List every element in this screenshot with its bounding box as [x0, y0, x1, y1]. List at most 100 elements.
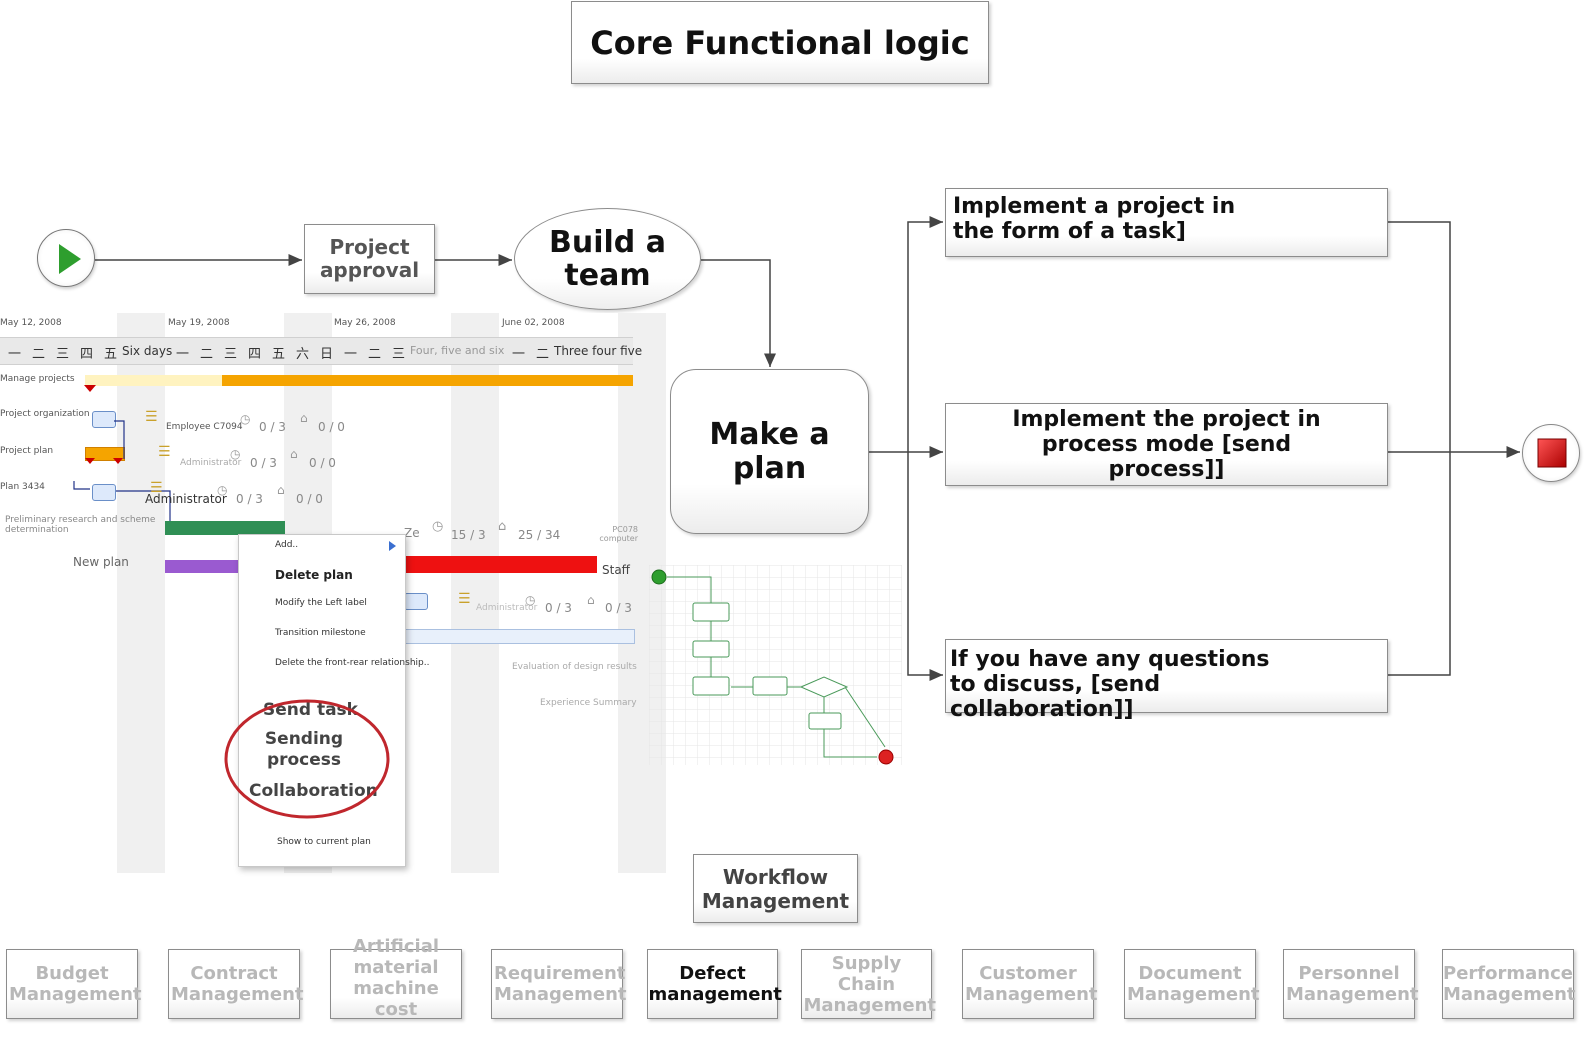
module-label: Supply Chain Management	[803, 952, 937, 1016]
list-icon: ☰	[150, 480, 163, 496]
weekday-label: 五	[104, 347, 118, 362]
resource-label: Administrator	[145, 492, 227, 506]
milestone-marker	[84, 385, 96, 392]
date-header: May 26, 2008	[334, 318, 396, 328]
cost-icon: ⌂	[300, 411, 308, 425]
gantt-bar-plan3434[interactable]	[92, 484, 116, 501]
weekday-label: 六	[296, 347, 310, 362]
menu-item-delete-relationship[interactable]: Delete the front-rear relationship..	[275, 658, 430, 668]
gantt-bar-manage[interactable]	[85, 375, 633, 386]
module-label: Performance Management	[1443, 963, 1576, 1005]
weekday-label: 日	[320, 347, 334, 362]
row-label: Project organization	[0, 409, 90, 419]
gantt-bar-design[interactable]	[404, 629, 635, 644]
collab-mode-node: If you have any questions to discuss, [s…	[945, 639, 1388, 722]
dependency-links	[73, 420, 171, 523]
module-label: Budget Management	[9, 963, 142, 1005]
module-performance: Performance Management	[1442, 949, 1576, 1019]
row-label: Manage projects	[0, 374, 75, 384]
count-text: 0 / 3	[545, 601, 572, 615]
page-title-text: Core Functional logic	[590, 23, 970, 62]
process-mode-node: Implement the project in process mode [s…	[945, 403, 1388, 486]
resource-label: Staff	[602, 563, 630, 577]
weekday-label: 一	[512, 347, 526, 362]
clock-icon: ◷	[217, 483, 228, 497]
date-header: May 19, 2008	[168, 318, 230, 328]
resource-label: Administrator	[476, 603, 538, 613]
module-requirement: Requirement Management	[491, 949, 627, 1019]
week-label: Three four five	[554, 344, 643, 358]
module-supply-chain: Supply Chain Management	[801, 949, 937, 1019]
menu-item-show-current[interactable]: Show to current plan	[277, 837, 371, 847]
module-label: Document Management	[1127, 963, 1260, 1005]
menu-item-delete-plan[interactable]: Delete plan	[275, 568, 353, 582]
module-defect: Defect management	[647, 949, 782, 1019]
menu-item-modify-label[interactable]: Modify the Left label	[275, 598, 367, 608]
weekday-label: 三	[224, 347, 238, 362]
module-label: Customer Management	[965, 963, 1098, 1005]
workflow-label: Workflow Management	[701, 864, 850, 913]
plan-label: Make a plan	[709, 416, 830, 486]
gantt-bar-task[interactable]	[404, 593, 428, 610]
count-text: 15 / 3	[451, 528, 486, 542]
weekday-label: 三	[56, 347, 70, 362]
approval-node: Project approval	[304, 224, 435, 294]
module-personnel: Personnel Management	[1283, 949, 1419, 1019]
row-label: Preliminary research and scheme determin…	[5, 515, 156, 535]
gantt-bar-staff[interactable]	[404, 556, 597, 573]
gantt-bar-newplan[interactable]	[165, 560, 240, 573]
collab-mode-label: If you have any questions to discuss, [s…	[950, 647, 1270, 722]
menu-item-collaboration[interactable]: Collaboration	[249, 781, 378, 801]
resource-label: Employee C7094	[166, 422, 243, 432]
week-label: Four, five and six	[410, 344, 505, 357]
page-title: Core Functional logic	[571, 1, 989, 84]
module-label: Contract Management	[171, 963, 304, 1005]
gantt-bar-research[interactable]	[165, 521, 285, 535]
menu-item-transition[interactable]: Transition milestone	[275, 628, 366, 638]
weekday-label: 一	[176, 347, 190, 362]
date-header: June 02, 2008	[502, 318, 565, 328]
weekday-label: 一	[8, 347, 22, 362]
weekday-label: 四	[80, 347, 94, 362]
weekday-header: 一 二 三 四 五 Six days 一 二 三 四 五 六 日 一 二 三 F…	[0, 337, 642, 365]
module-document: Document Management	[1124, 949, 1260, 1019]
module-contract: Contract Management	[168, 949, 304, 1019]
resource-label: Ze	[404, 526, 420, 540]
weekday-label: 三	[392, 347, 406, 362]
workflow-diagram-screenshot	[649, 565, 902, 765]
menu-item-add[interactable]: Add..	[275, 540, 299, 550]
start-node	[37, 229, 95, 287]
process-mode-label: Implement the project in process mode [s…	[1012, 407, 1321, 482]
row-label: Experience Summary	[540, 698, 637, 708]
weekend-column	[117, 313, 165, 873]
task-mode-label: Implement a project in the form of a tas…	[953, 194, 1236, 244]
approval-label: Project approval	[319, 235, 420, 282]
team-label: Build a team	[549, 225, 666, 293]
row-label: Plan 3434	[0, 482, 45, 492]
row-label: Project plan	[0, 446, 54, 456]
count-text: 0 / 0	[296, 492, 323, 506]
menu-item-sending-process[interactable]: Sending process	[264, 729, 344, 770]
workflow-management-node: Workflow Management	[693, 854, 858, 923]
mini-workflow-graphic	[649, 565, 902, 765]
cost-icon: ⌂	[587, 593, 595, 607]
weekday-label: 二	[368, 347, 382, 362]
weekday-label: 二	[32, 347, 46, 362]
end-node	[1522, 424, 1580, 482]
resource-label: PC078 computer	[599, 525, 638, 543]
gantt-bar-org[interactable]	[92, 411, 116, 428]
week-label: Six days	[122, 344, 173, 358]
task-mode-node: Implement a project in the form of a tas…	[945, 188, 1388, 257]
weekday-label: 一	[344, 347, 358, 362]
count-text: 0 / 3	[259, 420, 286, 434]
list-icon: ☰	[158, 444, 171, 460]
cost-icon: ⌂	[277, 483, 285, 497]
module-customer: Customer Management	[962, 949, 1098, 1019]
weekend-column	[451, 313, 499, 873]
cost-icon: ⌂	[290, 447, 298, 461]
team-node: Build a team	[514, 208, 701, 310]
weekday-label: 二	[200, 347, 214, 362]
clock-icon: ◷	[432, 519, 444, 534]
clock-icon: ◷	[230, 447, 241, 461]
